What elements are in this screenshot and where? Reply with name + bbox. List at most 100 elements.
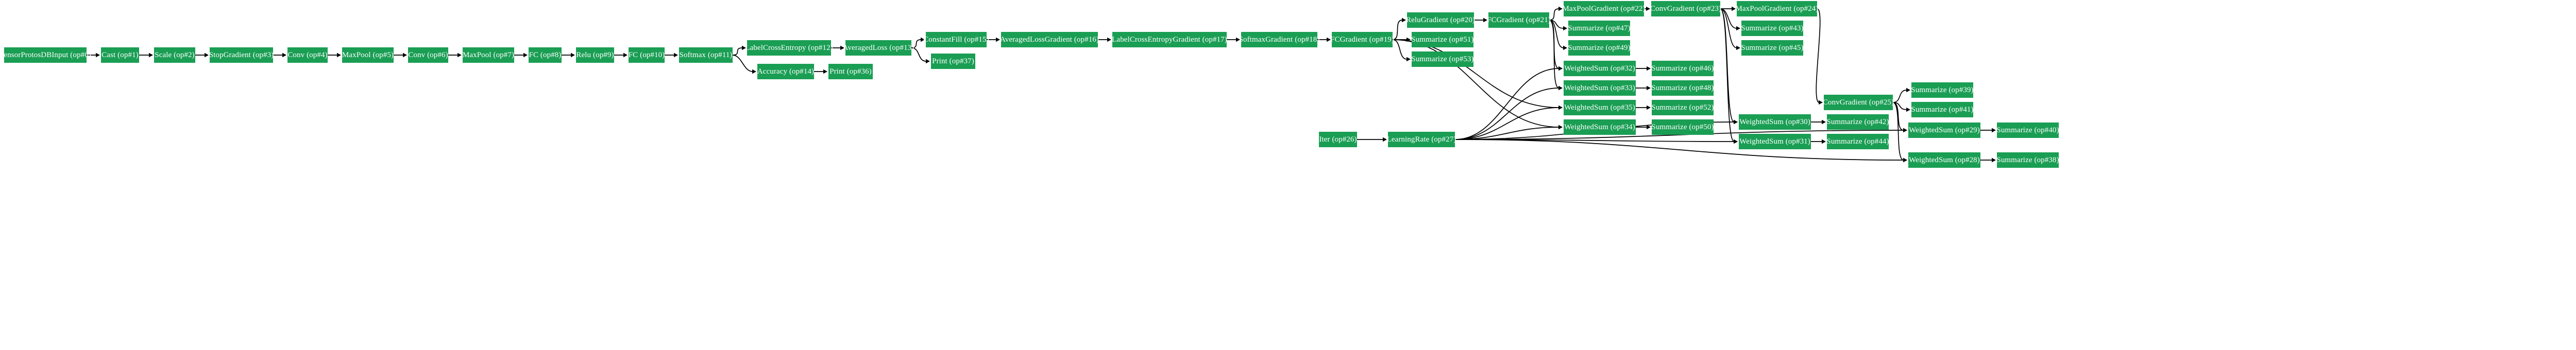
graph-edge bbox=[1454, 68, 1560, 140]
graph-node-op20[interactable]: ReluGradient (op#20) bbox=[1406, 12, 1475, 28]
graph-edge-arrowhead bbox=[523, 52, 528, 58]
graph-node-op30[interactable]: WeightedSum (op#30) bbox=[1739, 114, 1811, 130]
graph-node-op0[interactable]: TensorProtosDBInput (op#0) bbox=[0, 47, 91, 63]
graph-node-op5[interactable]: MaxPool (op#5) bbox=[342, 47, 394, 63]
graph-edge bbox=[1816, 8, 1821, 103]
graph-node-op42[interactable]: Summarize (op#42) bbox=[1826, 114, 1889, 130]
graph-node-op17[interactable]: LabelCrossEntropyGradient (op#17) bbox=[1112, 32, 1227, 47]
graph-node-op22[interactable]: MaxPoolGradient (op#22) bbox=[1562, 1, 1645, 16]
graph-node-op40[interactable]: Summarize (op#40) bbox=[1996, 122, 2059, 138]
graph-edge bbox=[1454, 139, 1735, 142]
graph-node-op46[interactable]: Summarize (op#46) bbox=[1651, 61, 1714, 76]
graph-node-op24[interactable]: MaxPoolGradient (op#24) bbox=[1735, 1, 1818, 16]
graph-node-op53[interactable]: Summarize (op#53) bbox=[1411, 51, 1474, 67]
graph-node-op43[interactable]: Summarize (op#43) bbox=[1741, 21, 1804, 36]
graph-edge-arrowhead bbox=[1646, 6, 1650, 11]
graph-node-op35[interactable]: WeightedSum (op#35) bbox=[1564, 100, 1636, 115]
graph-node-op10[interactable]: FC (op#10) bbox=[629, 47, 665, 63]
graph-node-op37[interactable]: Print (op#37) bbox=[931, 54, 975, 69]
graph-node-op29[interactable]: WeightedSum (op#29) bbox=[1908, 122, 1980, 138]
graph-edge bbox=[732, 47, 743, 56]
graph-node-op48[interactable]: Summarize (op#48) bbox=[1651, 80, 1714, 96]
graph-node-op32[interactable]: WeightedSum (op#32) bbox=[1564, 61, 1636, 76]
graph-node-op27[interactable]: LearningRate (op#27) bbox=[1387, 132, 1456, 147]
graph-node-op14[interactable]: Accuracy (op#14) bbox=[757, 64, 814, 79]
graph-node-op51[interactable]: Summarize (op#51) bbox=[1411, 32, 1474, 47]
graph-node-op36[interactable]: Print (op#36) bbox=[828, 64, 873, 79]
graph-node-op44[interactable]: Summarize (op#44) bbox=[1826, 134, 1889, 149]
graph-edge-arrowhead bbox=[1647, 66, 1651, 71]
graph-node-op26[interactable]: Iter (op#26) bbox=[1319, 132, 1357, 147]
graph-edge bbox=[1720, 8, 1737, 29]
graph-edge-arrowhead bbox=[1402, 18, 1406, 23]
graph-node-op8[interactable]: FC (op#8) bbox=[529, 47, 562, 63]
graph-edge-arrowhead bbox=[1992, 157, 1996, 163]
graph-node-op23[interactable]: ConvGradient (op#23) bbox=[1650, 1, 1721, 16]
graph-edge-arrowhead bbox=[1558, 125, 1563, 130]
graph-node-op34[interactable]: WeightedSum (op#34) bbox=[1564, 119, 1636, 135]
graph-edge-arrowhead bbox=[623, 52, 628, 58]
graph-edge bbox=[1892, 102, 1904, 161]
graph-node-op3[interactable]: StopGradient (op#3) bbox=[209, 47, 274, 63]
graph-node-op45[interactable]: Summarize (op#45) bbox=[1741, 40, 1804, 56]
graph-edge-arrowhead bbox=[823, 69, 827, 74]
graph-node-op25[interactable]: ConvGradient (op#25) bbox=[1823, 95, 1894, 110]
graph-edge-arrowhead bbox=[674, 52, 678, 58]
graph-node-op12[interactable]: LabelCrossEntropy (op#12) bbox=[745, 40, 833, 56]
graph-edge bbox=[1892, 90, 1907, 103]
graph-edge bbox=[1720, 8, 1735, 142]
graph-edge-arrowhead bbox=[205, 52, 209, 58]
graph-node-op33[interactable]: WeightedSum (op#33) bbox=[1564, 80, 1636, 96]
graph-edge-arrowhead bbox=[1647, 125, 1651, 130]
graph-edge-arrowhead bbox=[1558, 85, 1563, 91]
graph-edge-arrowhead bbox=[926, 59, 930, 64]
graph-node-op7[interactable]: MaxPool (op#7) bbox=[463, 47, 514, 63]
graph-edge bbox=[1454, 127, 1560, 140]
graph-edge-arrowhead bbox=[1906, 87, 1910, 93]
graph-edge bbox=[732, 55, 753, 72]
graph-edge bbox=[1549, 20, 1560, 69]
graph-edge-arrowhead bbox=[1822, 139, 1826, 144]
graph-node-op9[interactable]: Relu (op#9) bbox=[576, 47, 614, 63]
graph-edge-arrowhead bbox=[1558, 66, 1563, 71]
graph-node-op50[interactable]: Summarize (op#50) bbox=[1651, 119, 1714, 135]
graph-node-op39[interactable]: Summarize (op#39) bbox=[1911, 82, 1974, 98]
graph-node-op52[interactable]: Summarize (op#52) bbox=[1651, 100, 1714, 115]
graph-edge bbox=[1454, 107, 1560, 140]
graph-node-op16[interactable]: AveragedLossGradient (op#16) bbox=[1000, 32, 1099, 47]
graph-node-op2[interactable]: Scale (op#2) bbox=[154, 47, 195, 63]
graph-edge-arrowhead bbox=[1736, 45, 1740, 50]
graph-node-op6[interactable]: Conv (op#6) bbox=[408, 47, 448, 63]
graph-node-op13[interactable]: AveragedLoss (op#13) bbox=[843, 40, 914, 56]
graph-edge-arrowhead bbox=[1819, 100, 1823, 105]
graph-node-op15[interactable]: ConstantFill (op#15) bbox=[923, 32, 989, 47]
graph-node-op4[interactable]: Conv (op#4) bbox=[287, 47, 328, 63]
graph-edge-arrowhead bbox=[996, 37, 1000, 42]
graph-edge-arrowhead bbox=[282, 52, 286, 58]
graph-edge bbox=[1892, 102, 1904, 131]
graph-node-op11[interactable]: Softmax (op#11) bbox=[679, 47, 733, 63]
graph-edge-arrowhead bbox=[752, 69, 756, 74]
graph-edge-arrowhead bbox=[1558, 85, 1563, 91]
graph-edge-arrowhead bbox=[1563, 26, 1567, 31]
graph-edge-arrowhead bbox=[457, 52, 462, 58]
graph-node-op28[interactable]: WeightedSum (op#28) bbox=[1908, 152, 1980, 168]
graph-node-op41[interactable]: Summarize (op#41) bbox=[1911, 102, 1974, 117]
graph-node-op19[interactable]: FCGradient (op#19) bbox=[1330, 32, 1394, 47]
graph-edge-arrowhead bbox=[1558, 105, 1563, 110]
graph-edge bbox=[1392, 39, 1560, 108]
graph-edge-arrowhead bbox=[1734, 139, 1738, 144]
graph-node-op38[interactable]: Summarize (op#38) bbox=[1996, 152, 2059, 168]
graph-edge-arrowhead bbox=[96, 52, 100, 58]
graph-edge-arrowhead bbox=[1903, 157, 1907, 163]
graph-node-op49[interactable]: Summarize (op#49) bbox=[1568, 40, 1631, 56]
graph-edge-arrowhead bbox=[1558, 125, 1563, 130]
graph-node-op1[interactable]: Cast (op#1) bbox=[101, 47, 139, 63]
graph-node-op31[interactable]: WeightedSum (op#31) bbox=[1739, 134, 1811, 149]
graph-node-op18[interactable]: SoftmaxGradient (op#18) bbox=[1239, 32, 1319, 47]
graph-edge-arrowhead bbox=[1406, 57, 1411, 62]
graph-edge bbox=[1549, 20, 1564, 48]
graph-node-op47[interactable]: Summarize (op#47) bbox=[1568, 21, 1631, 36]
graph-node-op21[interactable]: FCGradient (op#21) bbox=[1487, 12, 1551, 28]
